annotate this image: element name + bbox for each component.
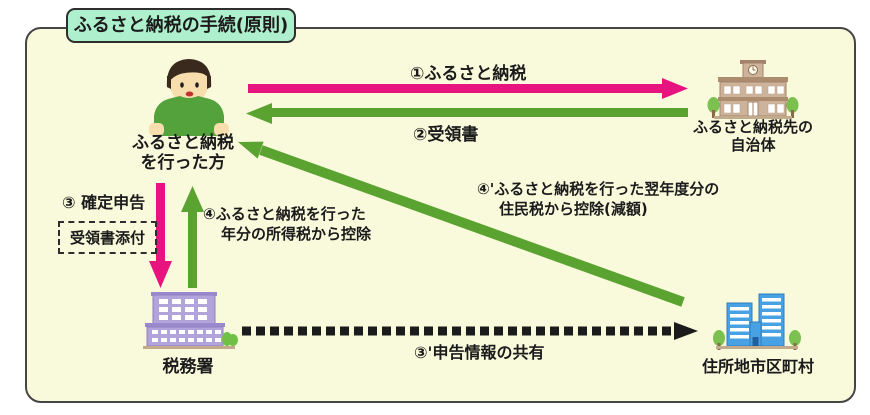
flow4-label-line1: ④ふるさと納税を行った <box>203 205 366 223</box>
office-building-icon <box>143 292 238 349</box>
person-label-line2: を行った方 <box>140 153 226 173</box>
receipt-attachment-box: 受領書添付 <box>58 221 158 254</box>
arrow-1-furusato-donation <box>248 78 688 99</box>
arrow-3p-info-sharing <box>242 322 698 340</box>
destination-label-line2: 自治体 <box>730 136 776 154</box>
home-municipality-label: 住所地市区町村 <box>701 357 814 376</box>
flow4p-label-line2: 住民税から控除(減額) <box>499 200 648 218</box>
arrow-4p-resident-tax-deduction <box>238 141 685 307</box>
city-hall-icon <box>713 293 801 350</box>
flow4p-label: ④'ふるさと納税を行った翌年度分の 住民税から控除(減額) <box>477 179 719 219</box>
arrow-4-income-tax-deduction <box>181 186 204 288</box>
destination-municipality-label: ふるさと納税先の 自治体 <box>691 118 815 154</box>
destination-label-line1: ふるさと納税先の <box>692 118 813 136</box>
flow4-label: ④ふるさと納税を行った 年分の所得税から控除 <box>203 204 371 244</box>
flow4-label-line2: 年分の所得税から控除 <box>221 225 372 243</box>
flow1-label: ①ふるさと納税 <box>410 64 527 84</box>
diagram-title: ふるさと納税の手続(原則) <box>66 8 296 43</box>
arrow-2-receipt <box>246 103 688 124</box>
flow2-label: ②受領書 <box>413 125 479 145</box>
person-label: ふるさと納税 を行った方 <box>118 133 248 173</box>
tax-office-label: 税務署 <box>162 357 214 377</box>
arrow-3-tax-return <box>149 183 172 288</box>
flow4p-label-line1: ④'ふるさと納税を行った翌年度分の <box>477 180 720 198</box>
school-building-icon <box>707 60 799 119</box>
flow3-label: ③ 確定申告 <box>62 193 146 212</box>
person-icon <box>149 59 229 136</box>
flow3p-label: ③'申告情報の共有 <box>414 343 545 362</box>
person-label-line1: ふるさと納税 <box>132 133 234 153</box>
